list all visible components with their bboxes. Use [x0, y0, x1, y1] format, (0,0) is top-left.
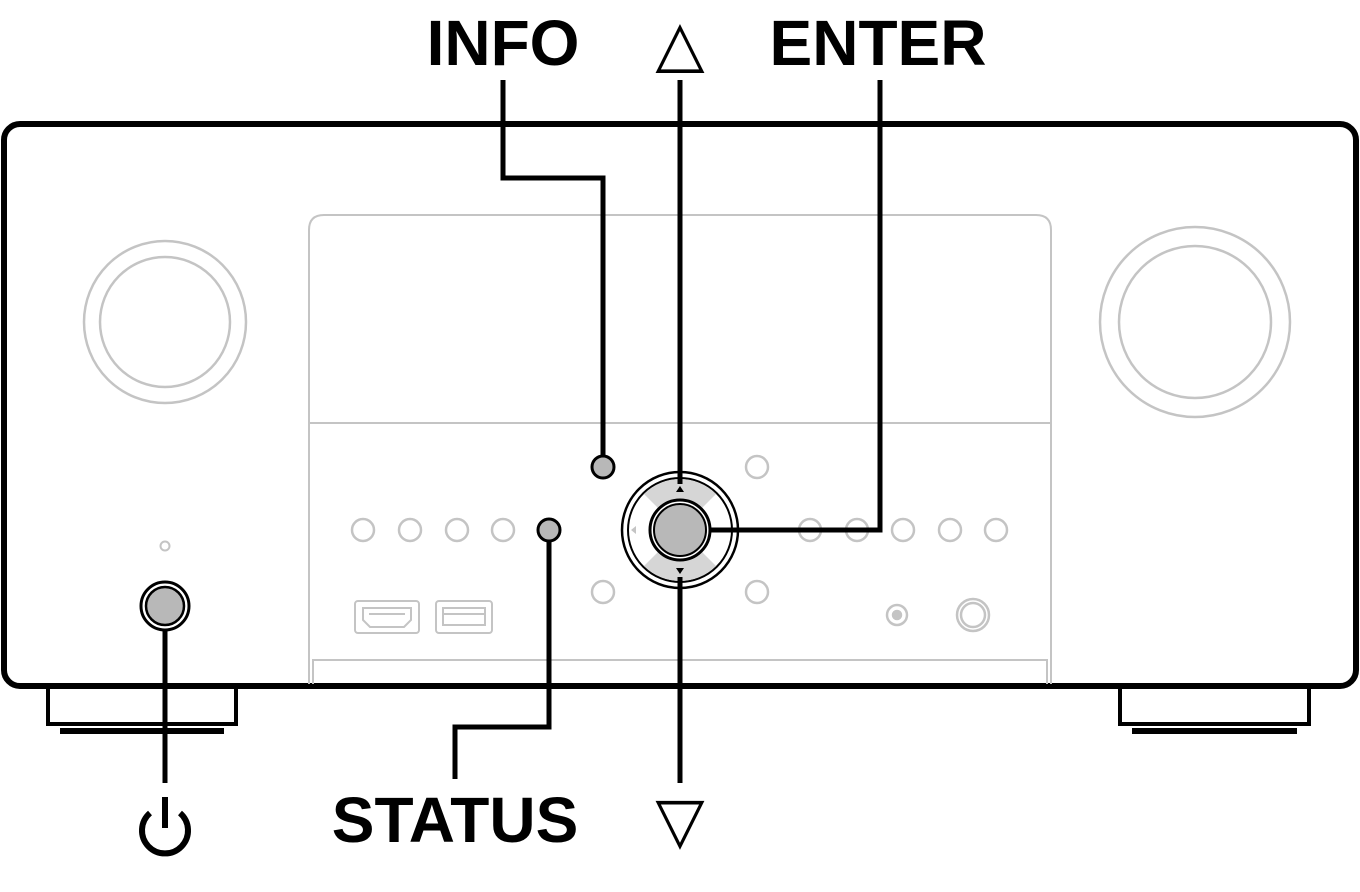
- info-leader-line: [500, 80, 606, 456]
- standby-indicator: [159, 540, 171, 552]
- cursor-down-label: ▽: [655, 784, 705, 856]
- right-knob: [1098, 225, 1292, 419]
- option-buttons: [590, 454, 770, 605]
- usb-port: [435, 600, 493, 634]
- info-label: INFO: [427, 7, 580, 79]
- status-leader-line: [452, 541, 552, 779]
- right-foot: [1118, 686, 1311, 734]
- headphone-jack: [955, 597, 991, 633]
- hdmi-port: [354, 600, 420, 634]
- status-label: STATUS: [332, 784, 579, 856]
- status-button[interactable]: [536, 517, 562, 543]
- source-buttons-left: [350, 517, 516, 543]
- left-knob: [82, 239, 248, 405]
- power-symbol-icon: [139, 797, 191, 857]
- enter-leader-line: [710, 80, 883, 533]
- setup-mic-jack: [885, 603, 909, 627]
- enter-button[interactable]: [648, 498, 712, 562]
- power-button[interactable]: [139, 580, 191, 632]
- cursor-up-label: △: [655, 7, 705, 79]
- enter-label: ENTER: [770, 7, 987, 79]
- info-button[interactable]: [590, 454, 616, 480]
- left-foot: [46, 686, 238, 734]
